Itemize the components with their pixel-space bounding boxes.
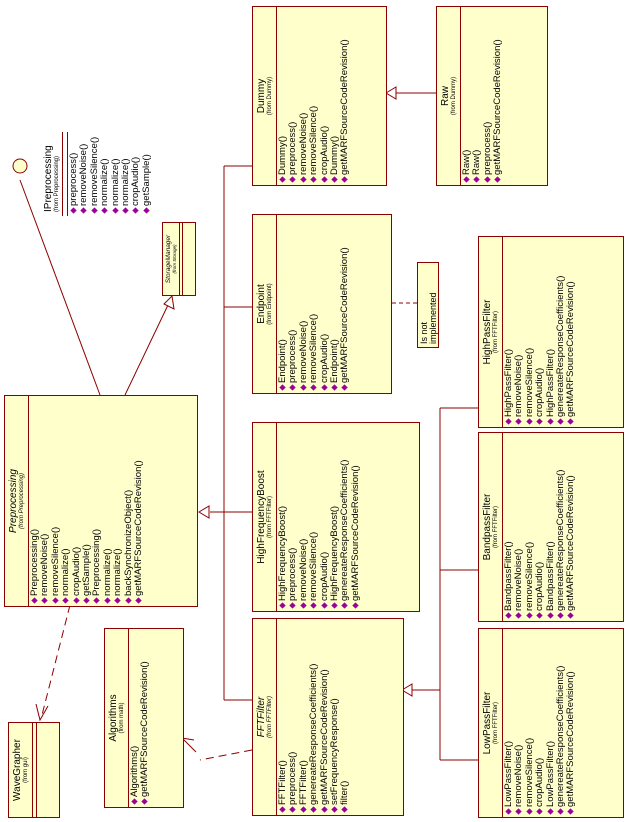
class-package: (from math) xyxy=(119,702,125,734)
class-high-pass-filter[interactable]: HighPassFilter (from FFTFilter) HighPass… xyxy=(478,236,624,428)
class-name: Preprocessing xyxy=(8,469,19,533)
operation: filter() xyxy=(339,619,350,812)
class-package: (from FFTFilter) xyxy=(493,311,499,353)
class-package: (from Dummy) xyxy=(267,76,273,116)
class-preprocessing[interactable]: Preprocessing (from Preprocessing) Prepr… xyxy=(4,395,198,607)
operation: getMARFSourceCodeRevision() xyxy=(565,629,576,814)
class-package: (from FFTFilter) xyxy=(267,496,273,538)
class-dummy[interactable]: Dummy (from Dummy) Dummy()preprocess()re… xyxy=(252,6,387,186)
class-package: (from FFTFilter) xyxy=(493,702,499,744)
interface-package: (from Preprocessing) xyxy=(54,155,60,212)
class-name: HighFrequencyBoost xyxy=(256,470,267,564)
class-endpoint[interactable]: Endpoint (from Endpoint) Endpoint()prepr… xyxy=(252,214,392,394)
class-package: (from Dummy) xyxy=(451,76,457,116)
class-algorithms[interactable]: Algorithms (from math) Algorithms()getMA… xyxy=(104,628,184,808)
class-storage-manager[interactable]: StorageManager (from Storage) xyxy=(162,222,196,296)
operations-list: Algorithms()getMARFSourceCodeRevision() xyxy=(129,629,151,807)
class-package: (from Endpoint) xyxy=(267,283,273,325)
operations-list: Raw()Raw()preprocess()getMARFSourceCodeR… xyxy=(461,7,504,185)
class-name: HighPassFilter xyxy=(482,299,493,365)
operations-list: HighPassFilter()removeNoise()removeSilen… xyxy=(503,237,577,427)
class-package: (from FFTFilter) xyxy=(493,506,499,548)
operation: getMARFSourceCodeRevision() xyxy=(339,215,350,390)
interface-name: IPreprocessing xyxy=(43,145,54,212)
class-name: Endpoint xyxy=(256,284,267,324)
operations-list: LowPassFilter()removeNoise()removeSilenc… xyxy=(503,629,577,817)
class-name: Raw xyxy=(440,86,451,107)
class-low-pass-filter[interactable]: LowPassFilter (from FFTFilter) LowPassFi… xyxy=(478,628,624,818)
interface-ipreprocessing[interactable]: IPreprocessing (from Preprocessing) prep… xyxy=(40,96,205,216)
class-package: (from gui) xyxy=(23,757,29,783)
note-line: implemented xyxy=(428,292,438,344)
operations-list: Endpoint()preprocess()removeNoise()remov… xyxy=(277,215,351,393)
class-name: FFTFilter xyxy=(256,696,267,738)
class-raw[interactable]: Raw (from Dummy) Raw()Raw()preprocess()g… xyxy=(436,6,548,186)
operation: getMARFSourceCodeRevision() xyxy=(139,629,150,804)
class-package: (from Preprocessing) xyxy=(19,473,25,530)
class-name: Dummy xyxy=(256,78,267,114)
class-high-frequency-boost[interactable]: HighFrequencyBoost (from FFTFilter) High… xyxy=(252,422,420,612)
operations-list: Preprocessing()removeNoise()removeSilenc… xyxy=(29,396,144,606)
operation: getMARFSourceCodeRevision() xyxy=(492,7,503,182)
operations-list: FFTFilter()preprocess()FFTFilter()genere… xyxy=(277,619,351,815)
operation: getMARFSourceCodeRevision() xyxy=(565,237,576,424)
operation: getMARFSourceCodeRevision() xyxy=(565,433,576,618)
class-fft-filter[interactable]: FFTFilter (from FFTFilter) FFTFilter()pr… xyxy=(252,618,404,816)
class-name: LowPassFilter xyxy=(482,691,493,755)
class-name: BandpassFilter xyxy=(482,493,493,561)
operations-list: preprocess()removeNoise()removeSilence()… xyxy=(68,96,152,216)
class-name: StorageManager xyxy=(165,234,172,284)
operation: getMARFSourceCodeRevision() xyxy=(339,7,350,182)
class-name: Algorithms xyxy=(108,694,119,742)
operation: getMARFSourceCodeRevision() xyxy=(350,423,361,608)
operations-list: HighFrequencyBoost()preprocess()removeNo… xyxy=(277,423,361,611)
class-name: WaveGrapher xyxy=(12,739,23,801)
operation: getMARFSourceCodeRevision() xyxy=(133,396,144,603)
class-package: (from Storage) xyxy=(172,244,177,274)
class-wave-grapher[interactable]: WaveGrapher (from gui) xyxy=(8,722,60,818)
operations-list: Dummy()preprocess()removeNoise()removeSi… xyxy=(277,7,351,185)
class-bandpass-filter[interactable]: BandpassFilter (from FFTFilter) Bandpass… xyxy=(478,432,624,622)
operation: getSample() xyxy=(141,96,152,213)
operations-list: BandpassFilter()removeNoise()removeSilen… xyxy=(503,433,577,621)
class-package: (from FFTFilter) xyxy=(267,696,273,738)
note-not-implemented: Is not implemented xyxy=(417,262,439,348)
